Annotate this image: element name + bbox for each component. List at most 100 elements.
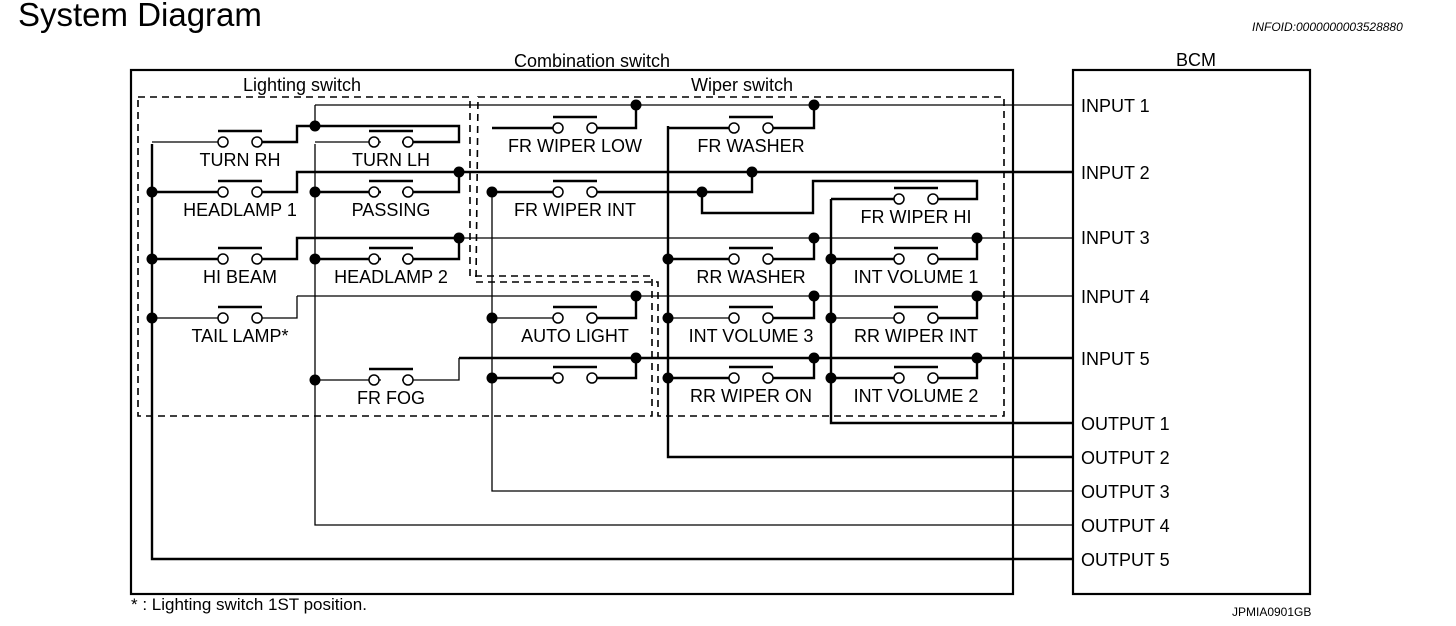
switch-terminal	[552, 372, 564, 384]
footnote: * : Lighting switch 1ST position.	[131, 595, 367, 614]
switch-terminal	[762, 372, 774, 384]
junction-dot	[309, 253, 321, 265]
junction-dot	[825, 253, 837, 265]
junction-dot	[146, 253, 158, 265]
figure-id: JPMIA0901GB	[1232, 605, 1312, 619]
lighting-switch-wiring	[152, 105, 638, 381]
switch-terminal	[762, 253, 774, 265]
switch-terminal	[251, 136, 263, 148]
bcm-input-4: INPUT 4	[1081, 287, 1150, 307]
switch-terminal	[217, 136, 229, 148]
switch-terminal	[368, 136, 380, 148]
switch-rr-wiper-int: RR WIPER INT	[854, 305, 978, 346]
switch-passing: PASSING	[352, 179, 431, 220]
bcm-output-1: OUTPUT 1	[1081, 414, 1170, 434]
junction-dot	[309, 186, 321, 198]
switch-terminal	[586, 372, 598, 384]
switch-label: HI BEAM	[203, 267, 277, 287]
junction-dot	[971, 232, 983, 244]
switch-turn-rh: TURN RH	[200, 129, 281, 170]
switch-fr-wiper-hi: FR WIPER HI	[861, 186, 972, 227]
junction-dot	[630, 290, 642, 302]
switch-label: PASSING	[352, 200, 431, 220]
switch-rr-washer: RR WASHER	[696, 246, 806, 287]
bcm-output-3: OUTPUT 3	[1081, 482, 1170, 502]
switch-fr-washer: FR WASHER	[697, 115, 805, 156]
switch-terminal	[893, 193, 905, 205]
switch-hi-beam: HI BEAM	[203, 246, 277, 287]
switch-rr-wiper-on: RR WIPER ON	[690, 365, 812, 406]
junction-dot	[971, 352, 983, 364]
bcm-input-wires	[297, 104, 1073, 360]
bcm-input-1: INPUT 1	[1081, 96, 1150, 116]
switch-int-volume-3: INT VOLUME 3	[689, 305, 814, 346]
junction-dot	[808, 99, 820, 111]
junction-dot	[146, 186, 158, 198]
switch-label: TURN RH	[200, 150, 281, 170]
switch-terminal	[586, 122, 598, 134]
switch-terminal	[368, 374, 380, 386]
switch-fr-fog: FR FOG	[357, 367, 425, 408]
switch-terminal	[586, 186, 598, 198]
switch-label: TURN LH	[352, 150, 430, 170]
switch-terminal	[402, 374, 414, 386]
lighting-switch-boundary	[137, 96, 653, 417]
junction-dot	[808, 232, 820, 244]
switch-tail-lamp: TAIL LAMP*	[191, 305, 289, 346]
switch-terminal	[586, 312, 598, 324]
switch-label: TAIL LAMP*	[191, 326, 288, 346]
switch-label: AUTO LIGHT	[521, 326, 629, 346]
switch-terminal	[251, 312, 263, 324]
switch-label: RR WIPER INT	[854, 326, 978, 346]
switch-label: INT VOLUME 3	[689, 326, 814, 346]
bcm-output-5: OUTPUT 5	[1081, 550, 1170, 570]
info-id: INFOID:0000000003528880	[1252, 20, 1403, 34]
junction-dot	[662, 372, 674, 384]
junction-dot	[971, 290, 983, 302]
switch-label: HEADLAMP 2	[334, 267, 448, 287]
switch-terminal	[402, 136, 414, 148]
wiper-switch-wiring	[492, 105, 979, 380]
switch-label: FR FOG	[357, 388, 425, 408]
bcm-input-3: INPUT 3	[1081, 228, 1150, 248]
wiper-switch-boundary	[475, 96, 1005, 417]
junction-dot	[696, 186, 708, 198]
switch-label: FR WASHER	[697, 136, 804, 156]
switch-terminal	[402, 253, 414, 265]
switch-label: INT VOLUME 2	[854, 386, 979, 406]
switch-fr-wiper-low: FR WIPER LOW	[508, 115, 642, 156]
bcm-input-5: INPUT 5	[1081, 349, 1150, 369]
combination-switch-label: Combination switch	[514, 51, 670, 71]
switch-headlamp-1: HEADLAMP 1	[183, 179, 297, 220]
switch-label: FR WIPER LOW	[508, 136, 642, 156]
switch-unlabeled	[552, 365, 598, 384]
switch-terminal	[728, 253, 740, 265]
switch-terminal	[217, 186, 229, 198]
switch-label: INT VOLUME 1	[854, 267, 979, 287]
switch-terminal	[893, 312, 905, 324]
switch-terminal	[368, 186, 380, 198]
junction-dot	[453, 232, 465, 244]
bcm-output-2: OUTPUT 2	[1081, 448, 1170, 468]
switch-terminal	[728, 122, 740, 134]
junction-dot	[825, 372, 837, 384]
switch-terminal	[927, 253, 939, 265]
switch-turn-lh: TURN LH	[352, 129, 430, 170]
bcm-input-2: INPUT 2	[1081, 163, 1150, 183]
switch-headlamp-2: HEADLAMP 2	[334, 246, 448, 287]
switch-terminal	[893, 372, 905, 384]
junction-dot	[630, 99, 642, 111]
junction-dot	[486, 372, 498, 384]
switch-symbols: TURN RH TURN LH HEADLAMP 1 PASSING HI BEAM HE…	[183, 115, 979, 408]
switch-label: RR WIPER ON	[690, 386, 812, 406]
junction-dot	[662, 312, 674, 324]
switch-fr-wiper-int: FR WIPER INT	[514, 179, 636, 220]
switch-label: FR WIPER HI	[861, 207, 972, 227]
switch-terminal	[762, 122, 774, 134]
switch-terminal	[728, 312, 740, 324]
switch-terminal	[402, 186, 414, 198]
junction-dot	[146, 312, 158, 324]
lighting-switch-label: Lighting switch	[243, 75, 361, 95]
switch-terminal	[762, 312, 774, 324]
bcm-output-wires	[150, 126, 1073, 561]
